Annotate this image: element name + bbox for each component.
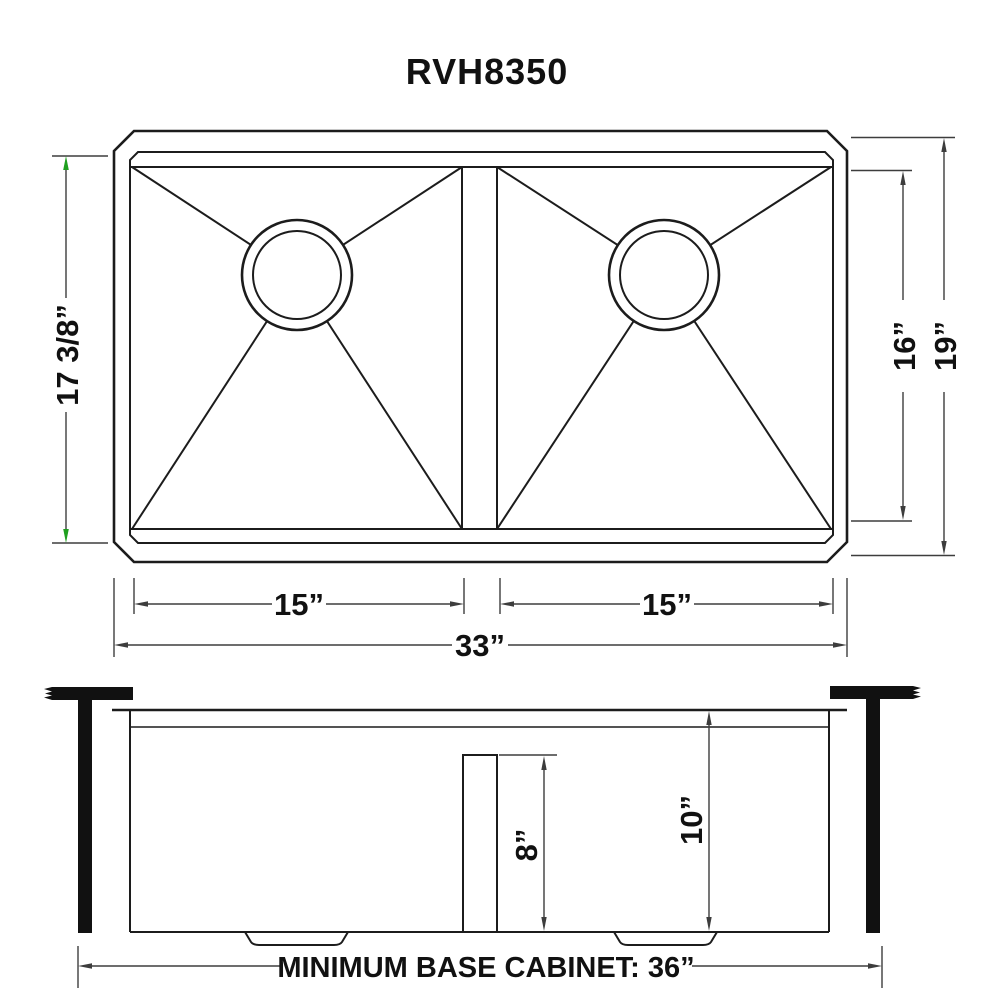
drain-icon-right <box>607 218 721 332</box>
countertop-right <box>830 686 921 699</box>
green-arrow-up <box>63 156 69 170</box>
dim-overall-width: 33” <box>113 578 848 663</box>
dim-label-base-cabinet: MINIMUM BASE CABINET: 36” <box>277 952 694 984</box>
dim-label-bowl-depth-side: 10” <box>674 795 709 845</box>
dim-left-bowl-width: 15” <box>133 578 465 622</box>
dim-divider-height: 8” <box>499 754 557 931</box>
cabinet-wall-right <box>866 699 880 933</box>
dim-overall-depth: 19” <box>851 136 963 557</box>
green-arrow-down <box>63 529 69 543</box>
dim-label-left-bowl-width: 15” <box>274 587 324 622</box>
dim-label-divider-height: 8” <box>509 829 544 862</box>
dim-label-rim-depth: 17 3/8” <box>50 304 85 406</box>
dim-label-overall-depth: 19” <box>928 321 963 371</box>
dim-bowl-depth-side: 10” <box>674 711 712 931</box>
sink-inner-outline <box>129 151 834 544</box>
dim-base-cabinet: MINIMUM BASE CABINET: 36” <box>77 946 883 988</box>
dim-label-right-bowl-width: 15” <box>642 587 692 622</box>
cabinet-wall-left <box>78 700 92 933</box>
drain-fitting-right <box>613 931 718 946</box>
sink-outer-outline <box>112 129 849 564</box>
divider-section <box>462 754 498 932</box>
model-title: RVH8350 <box>406 51 568 92</box>
top-view: 17 3/8” 16” 19” <box>50 129 963 663</box>
countertop-left <box>44 687 133 700</box>
side-view: 8” 10” MINIMUM BASE CABINET: 36” <box>44 686 921 988</box>
dim-rim-depth: 17 3/8” <box>50 155 108 544</box>
dim-right-bowl-width: 15” <box>499 578 834 622</box>
drain-fitting-left <box>244 931 349 946</box>
dim-label-bowl-depth: 16” <box>887 321 922 371</box>
dim-bowl-depth: 16” <box>851 169 922 522</box>
dim-label-overall-width: 33” <box>455 628 505 663</box>
drain-icon-left <box>240 218 354 332</box>
